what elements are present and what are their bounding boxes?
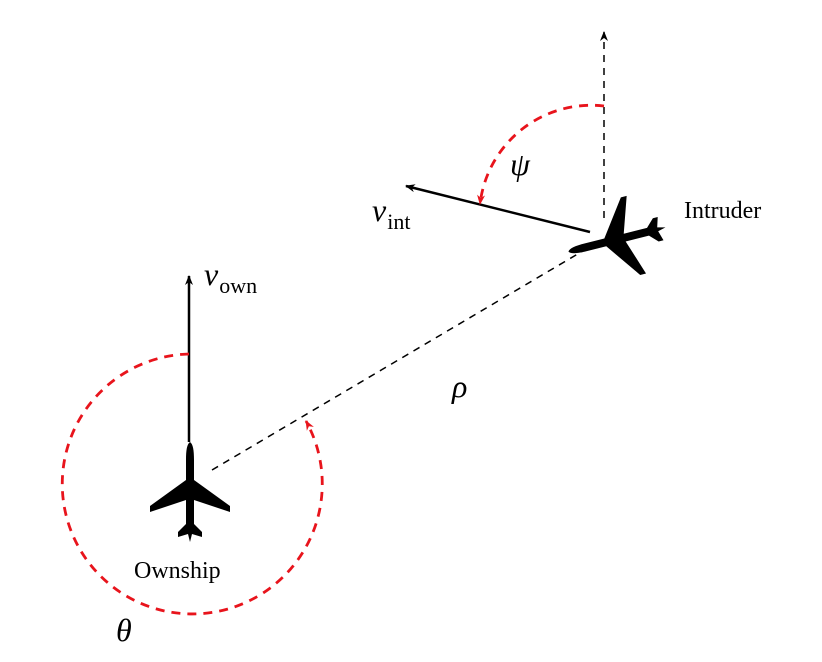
rho-label: ρ — [452, 368, 468, 404]
psi-angle-arc — [477, 103, 605, 205]
intruder-airplane-icon — [558, 188, 676, 291]
theta-angle-arc — [60, 352, 324, 616]
rho-distance-line — [211, 241, 599, 471]
theta-label: θ — [116, 612, 132, 648]
v-own-label: vown — [204, 256, 258, 298]
psi-label: ψ — [510, 146, 530, 182]
ownship-airplane-icon — [150, 442, 230, 542]
v-int-label: vint — [372, 192, 411, 234]
ownship-label: Ownship — [134, 558, 221, 584]
intruder-label: Intruder — [684, 198, 762, 224]
v-int-vector — [405, 184, 591, 234]
